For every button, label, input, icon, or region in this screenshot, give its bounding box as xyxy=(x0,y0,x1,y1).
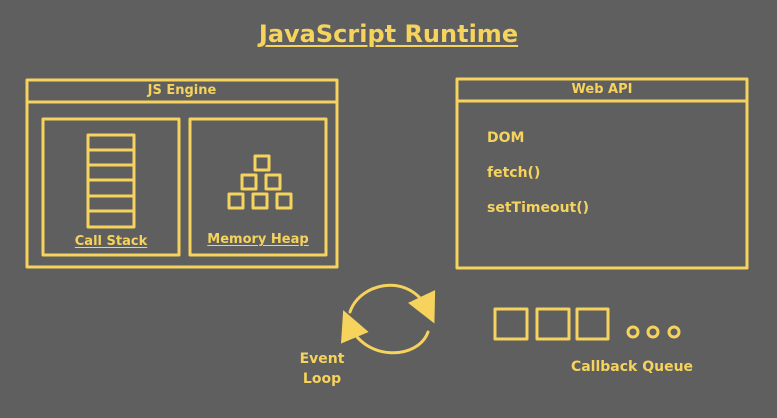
event-loop-arrow-bottom xyxy=(341,310,430,355)
web-api-item-dom: DOM xyxy=(487,130,525,146)
callback-queue-label: Callback Queue xyxy=(570,359,694,375)
event-loop-label: Event Loop xyxy=(292,349,352,389)
event-loop-label-line2: Loop xyxy=(302,371,342,387)
queue-ellipsis-dot-1 xyxy=(626,325,640,339)
heap-icon xyxy=(227,154,293,210)
memory-heap-label: Memory Heap xyxy=(207,232,309,247)
call-stack-label: Call Stack xyxy=(74,234,148,249)
event-loop-arrow-top xyxy=(348,283,436,324)
queue-ellipsis-dot-3 xyxy=(667,325,681,339)
queue-slot-2 xyxy=(535,307,571,341)
web-api-box xyxy=(455,77,749,270)
call-stack-box xyxy=(41,117,181,257)
web-api-item-settimeout: setTimeout() xyxy=(487,200,590,216)
web-api-title: Web API xyxy=(571,82,633,97)
event-loop-label-line1: Event xyxy=(299,351,345,367)
page-title: JavaScript Runtime xyxy=(258,20,519,48)
js-engine-title: JS Engine xyxy=(147,83,217,98)
memory-heap-box xyxy=(188,117,328,257)
queue-ellipsis-dot-2 xyxy=(646,325,660,339)
queue-slot-1 xyxy=(493,307,529,341)
stack-icon xyxy=(86,133,136,229)
queue-slot-3 xyxy=(575,307,610,341)
js-engine-box xyxy=(25,78,339,269)
web-api-item-fetch: fetch() xyxy=(487,165,541,181)
